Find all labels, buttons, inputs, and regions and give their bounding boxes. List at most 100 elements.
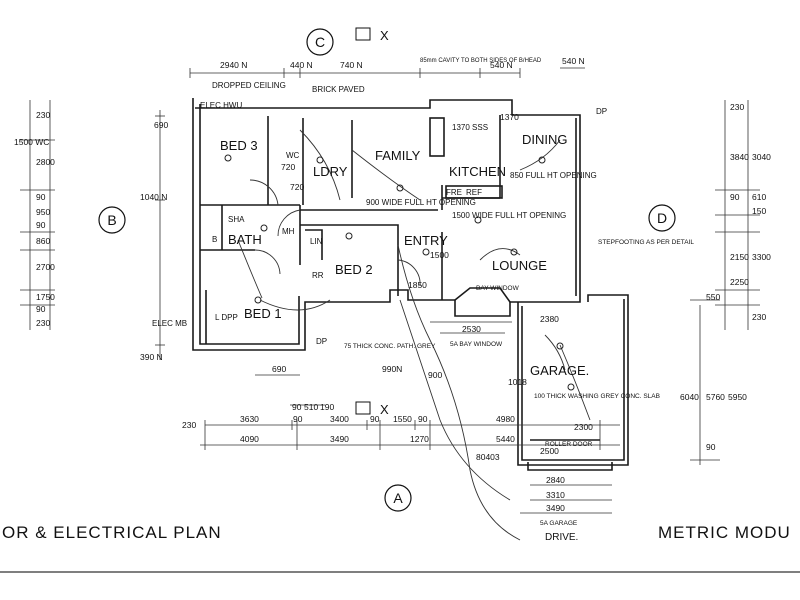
dim-misc-4: 1850 <box>408 280 427 290</box>
dim-bottom2-6: 90 <box>418 414 428 424</box>
section-mark-bottom: X <box>380 402 389 417</box>
dim-misc-14: 3490 <box>546 503 565 513</box>
dim-right-10: 6040 <box>680 392 699 402</box>
grid-marker-c-label: C <box>315 34 325 50</box>
dim-left-1: 1040 N <box>140 192 167 202</box>
note-roller-door: ROLLER DOOR <box>545 441 593 448</box>
grid-marker-b: B <box>98 206 126 234</box>
dim-bottom2-3: 3400 <box>330 414 349 424</box>
note-dropped-ceiling: DROPPED CEILING <box>212 81 286 90</box>
dim-top-3: 540 N <box>490 60 513 70</box>
dim-bottom2-5: 1550 <box>393 414 412 424</box>
dim-bottom3-2: 1270 <box>410 434 429 444</box>
fixture-sha: SHA <box>228 215 245 224</box>
dim-top-0: 2940 N <box>220 60 247 70</box>
note-bay-window-5a: 5A BAY WINDOW <box>450 341 503 348</box>
dim-top-2: 740 N <box>340 60 363 70</box>
note-ldpp: L DPP <box>215 313 238 322</box>
room-labels: BED 3 FAMILY KITCHEN DINING LDRY BATH BE… <box>220 132 589 543</box>
dim-left-outer-9: 90 <box>36 304 46 314</box>
grid-marker-a: A <box>384 484 412 512</box>
dim-left-outer-10: 230 <box>36 318 50 328</box>
dim-left-outer-1: 2800 <box>36 157 55 167</box>
annotations: DROPPED CEILING ELEC HWU BRICK PAVED 85m… <box>152 58 694 527</box>
dim-misc-5: 990N <box>382 364 402 374</box>
dim-bottom2-7: 4980 <box>496 414 515 424</box>
room-bed2: BED 2 <box>335 262 373 277</box>
note-rr: RR <box>312 271 324 280</box>
fixture-fre: FRE <box>446 188 462 197</box>
note-step-detail: STEPFOOTING AS PER DETAIL <box>598 239 694 246</box>
electrical-points <box>224 154 575 391</box>
fixture-b: B <box>212 235 217 244</box>
note-elec-hwu: ELEC HWU <box>200 101 242 110</box>
room-ldry: LDRY <box>313 164 348 179</box>
dim-right-4: 610 <box>752 192 766 202</box>
dim-bottom3-1: 3490 <box>330 434 349 444</box>
dim-misc-8: 1018 <box>508 377 527 387</box>
dim-misc-6: 900 <box>428 370 442 380</box>
door-swings <box>237 129 591 541</box>
dim-misc-12: 2840 <box>546 475 565 485</box>
note-dp-top: DP <box>596 107 607 116</box>
note-brick-paved: BRICK PAVED <box>312 85 365 94</box>
fixture-ref: REF <box>466 188 482 197</box>
note-elec-mb: ELEC MB <box>152 319 187 328</box>
dim-right-12: 5950 <box>728 392 747 402</box>
dim-top-4: 540 N <box>562 56 585 66</box>
room-family: FAMILY <box>375 148 421 163</box>
dim-bottom2-0: 230 <box>182 420 196 430</box>
dim-left-outer-0: 230 <box>36 110 50 120</box>
dim-bottom3-0: 4090 <box>240 434 259 444</box>
dim-misc-9: 2380 <box>540 314 559 324</box>
section-box-bottom <box>355 401 371 415</box>
dim-misc-2: 1500 <box>430 250 449 260</box>
dim-bottom3-3: 5440 <box>496 434 515 444</box>
note-conc-path: 75 THICK CONC. PATH. GREY <box>344 343 436 350</box>
room-bed1: BED 1 <box>244 306 282 321</box>
wall-lines <box>192 98 629 471</box>
dim-right-7: 3300 <box>752 252 771 262</box>
dim-misc-10: 2300 <box>574 422 593 432</box>
dim-bottom1-1: 510 <box>304 402 318 412</box>
note-1500-opening: 1500 WIDE FULL HT OPENING <box>452 211 566 220</box>
note-garage-5a: 5A GARAGE <box>540 520 578 527</box>
dim-right-0: 230 <box>730 102 744 112</box>
dim-top-1: 440 N <box>290 60 313 70</box>
dim-right-6: 2150 <box>730 252 749 262</box>
dim-bottom2-4: 90 <box>370 414 380 424</box>
grid-marker-c: C <box>306 28 334 56</box>
dim-right-1: 3840 <box>730 152 749 162</box>
dim-bottom1-2: 190 <box>320 402 334 412</box>
dim-misc-0: 720 <box>281 162 295 172</box>
room-garage: GARAGE. <box>530 363 589 378</box>
dim-left-outer-3: 1500 WC <box>14 137 49 147</box>
note-850-opening: 850 FULL HT OPENING <box>510 171 597 180</box>
note-900-opening: 900 WIDE FULL HT OPENING <box>366 198 476 207</box>
room-dining: DINING <box>522 132 568 147</box>
dim-misc-13: 3310 <box>546 490 565 500</box>
fixture-mh: MH <box>282 227 295 236</box>
fixture-labels: WC SHA B LIN MH FRE REF <box>212 151 482 246</box>
dimension-labels: 2940 N 440 N 740 N 540 N 540 N 690 1040 … <box>14 56 771 513</box>
dim-misc-1: 720 <box>290 182 304 192</box>
fixture-lin: LIN <box>310 237 323 246</box>
note-dp-bottom: DP <box>316 337 327 346</box>
room-entry: ENTRY <box>404 233 448 248</box>
dimension-lines <box>0 67 800 573</box>
dim-left-outer-4: 950 <box>36 207 50 217</box>
grid-marker-d: D <box>648 204 676 232</box>
dim-misc-7: 2530 <box>462 324 481 334</box>
dim-right-11: 5760 <box>706 392 725 402</box>
room-bed3: BED 3 <box>220 138 258 153</box>
fixture-wc: WC <box>286 151 300 160</box>
dim-misc-11: 2500 <box>540 446 559 456</box>
dim-left-0: 690 <box>154 120 168 130</box>
dim-left-outer-6: 860 <box>36 236 50 246</box>
dim-left-2: 390 N <box>140 352 163 362</box>
dim-left-outer-8: 1750 <box>36 292 55 302</box>
dim-right-5: 150 <box>752 206 766 216</box>
dim-bottom2-1: 3630 <box>240 414 259 424</box>
dim-bottom1-0: 90 <box>292 402 302 412</box>
